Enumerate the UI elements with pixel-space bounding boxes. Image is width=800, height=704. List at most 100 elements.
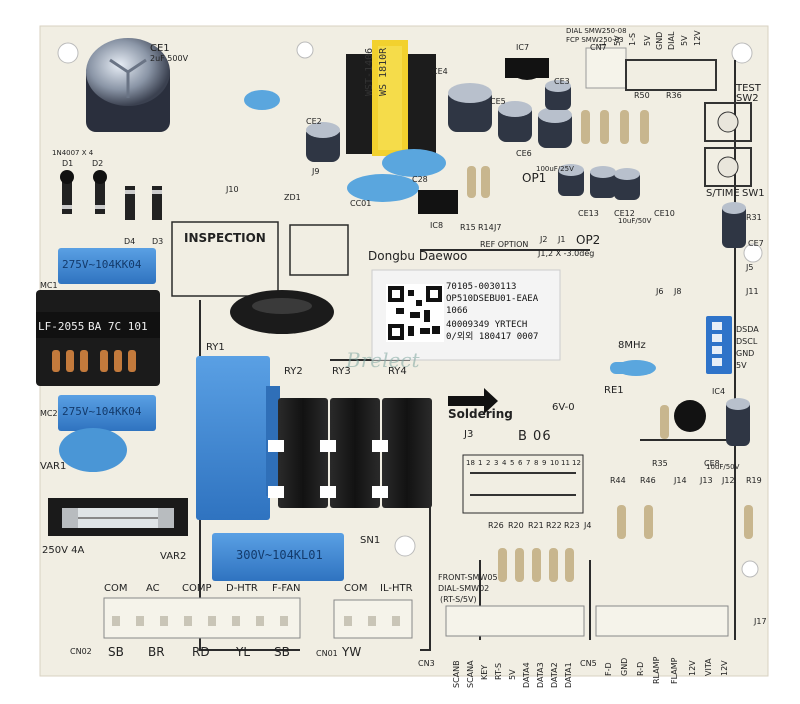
diode-note: 1N4007 X 4 — [52, 149, 94, 157]
disc-cap — [382, 149, 446, 177]
ref-option-label: REF OPTION — [480, 240, 529, 249]
cn1-header: COM — [344, 583, 368, 594]
ref-label: R35 — [652, 459, 668, 468]
ref-label: J13 — [700, 476, 713, 485]
cn3-pin: RT-S — [494, 662, 503, 680]
cn7-pin: 5V — [680, 35, 689, 46]
ref-label: R36 — [666, 91, 682, 100]
filter-label: LF-2055 — [38, 320, 85, 333]
sticker-line4: 40009349 YRTECH — [446, 320, 528, 330]
relays-black — [268, 398, 432, 508]
cn7-pin: L — [598, 41, 607, 46]
ref-label: IC8 — [430, 221, 444, 230]
cn3-pin: DATA3 — [536, 662, 545, 688]
mount-hole — [57, 42, 79, 64]
ref-label: R50 — [634, 91, 650, 100]
x-capacitor-3 — [212, 533, 344, 581]
front-smw-label: FRONT-SMW05 — [438, 573, 498, 582]
ref-label: C28 — [412, 175, 428, 184]
cap-big-label: 300V~104KL01 — [236, 548, 323, 562]
ref-label: D3 — [152, 237, 164, 246]
ref-label: CE13 — [578, 209, 599, 218]
dsda-label: DSDA — [736, 325, 759, 334]
filter-code: BA 7C 101 — [88, 320, 148, 333]
re1-label: RE1 — [604, 385, 624, 396]
tactile-switches — [704, 102, 752, 187]
dsda-label: 5V — [736, 361, 747, 370]
pin-grid-numbers: 18 1 2 3 4 5 6 7 8 9 10 11 12 — [466, 460, 582, 467]
cn1-wire: YW — [342, 645, 362, 659]
line-filter-lf2055 — [36, 290, 160, 386]
ref-label: R20 — [508, 521, 524, 530]
cap-rating-b: 10uF/50V — [618, 217, 652, 225]
ref-label: J7 — [494, 223, 502, 232]
cn5-pin: GND — [620, 657, 629, 676]
ul-mark: 6V-0 — [552, 402, 575, 413]
sn1-label: SN1 — [360, 535, 381, 546]
mount-hole — [296, 41, 314, 59]
fuse-label: 250V 4A — [42, 545, 85, 556]
grid-number: 8 — [534, 459, 539, 467]
cn5-pin: F-D — [604, 662, 613, 676]
ref-label: D2 — [92, 159, 104, 168]
var1-label: VAR1 — [40, 461, 67, 472]
inspection-label: INSPECTION — [184, 231, 266, 245]
ref-label: J4 — [584, 521, 592, 530]
mark-b06: B 06 — [518, 429, 552, 444]
ref-label: IC4 — [712, 387, 726, 396]
resistors — [467, 110, 753, 582]
test-label: TEST — [736, 83, 761, 94]
rts5v-label: (RT-S/5V) — [440, 595, 477, 604]
mount-hole — [731, 42, 753, 64]
ref-label: CN7 — [590, 43, 607, 52]
ry1-label: RY1 — [206, 342, 225, 353]
ref-label: J1 — [558, 235, 566, 244]
ref-label: SW2 — [736, 93, 759, 104]
ce1-rating: 2uF 500V — [150, 54, 189, 63]
ref-label: R26 — [488, 521, 504, 530]
ref-label: J8 — [674, 287, 682, 296]
crystal-8mhz — [610, 362, 654, 374]
capacitor-ce1 — [86, 38, 170, 132]
ref-label: CE10 — [654, 209, 675, 218]
disc-cap — [244, 90, 280, 110]
cn2-header: COM — [104, 583, 128, 594]
ref-label: R22 — [546, 521, 562, 530]
to92-ics — [418, 58, 706, 432]
ref-label: CE7 — [748, 239, 764, 248]
mhz-label: 8MHz — [618, 340, 646, 351]
cn3-pin: DATA1 — [564, 662, 573, 688]
cn3-pin: DATA4 — [522, 662, 531, 688]
ref-label: R31 — [746, 213, 762, 222]
grid-number: 6 — [518, 459, 523, 467]
ref-label: R14 — [478, 223, 494, 232]
cn2-header: F-FAN — [272, 583, 301, 594]
disc-cap — [347, 174, 419, 202]
ref-label: MC2 — [40, 409, 58, 418]
x-capacitor-1 — [58, 248, 156, 284]
ref-label: CE4 — [432, 67, 448, 76]
cn1-header: IL-HTR — [380, 583, 413, 594]
cap-rating-a: 100uF/25V — [536, 165, 574, 173]
ref-label: CE3 — [554, 77, 570, 86]
cn7-pin: 1-S — [628, 32, 637, 46]
ref-label: OP2 — [576, 233, 601, 247]
transformer-label-2: WS 1810R — [378, 47, 389, 96]
cn5-pin: 12V — [720, 660, 729, 676]
grid-number: 3 — [494, 459, 499, 467]
cn7-pin: 5V — [643, 35, 652, 46]
sticker-line2: OP510DSEBU01-EAEA — [446, 294, 539, 304]
cn1-name: CN01 — [316, 649, 338, 658]
ref-label: R46 — [640, 476, 656, 485]
qr-code — [386, 284, 444, 342]
cn5-pin: FLAMP — [670, 657, 679, 684]
fcp-top-label: FCP SMW250-03 — [566, 36, 624, 44]
grid-number: 11 — [561, 459, 570, 467]
mount-hole — [741, 560, 759, 578]
grid-number: 18 — [466, 459, 475, 467]
ry3-label: RY3 — [332, 366, 351, 377]
cn7-header — [585, 47, 627, 89]
ry4-label: RY4 — [388, 366, 407, 377]
bottom-connectors — [103, 597, 729, 639]
diodes — [60, 170, 162, 220]
